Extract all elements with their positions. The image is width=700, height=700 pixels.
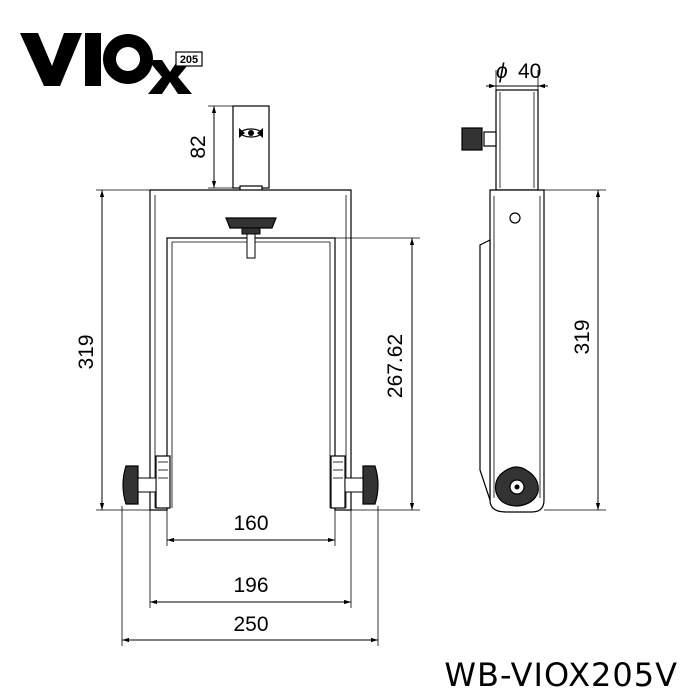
tri-lobe-knob: [494, 466, 539, 507]
spigot-tube: [232, 105, 270, 189]
model-name: WB-VIOX205V: [444, 656, 678, 694]
logo-number: 205: [180, 54, 198, 66]
side-spigot-tube: [495, 89, 539, 191]
dim-inner-width: 160: [233, 512, 268, 535]
right-side-knob: [344, 465, 379, 505]
dim-height-left: 319: [75, 334, 98, 369]
dim-outer-width: 196: [233, 574, 268, 597]
side-bolt: [461, 127, 497, 151]
front-view: 82 319 267.62 160 196 250: [75, 105, 420, 646]
brand-logo: 205: [20, 33, 203, 94]
dim-diameter: 40: [518, 60, 541, 83]
dim-height-side: 319: [571, 319, 594, 354]
side-arm: [489, 189, 545, 513]
side-view: ϕ 40 319: [461, 60, 606, 513]
dim-inner-height: 267.62: [384, 334, 407, 398]
wing-bolt-top: [239, 128, 263, 138]
dim-total-width: 250: [233, 613, 268, 636]
dim-diameter-symbol: ϕ: [496, 60, 508, 83]
center-knob: [225, 217, 277, 259]
dim-top-height: 82: [187, 135, 210, 158]
left-side-knob: [122, 465, 157, 505]
